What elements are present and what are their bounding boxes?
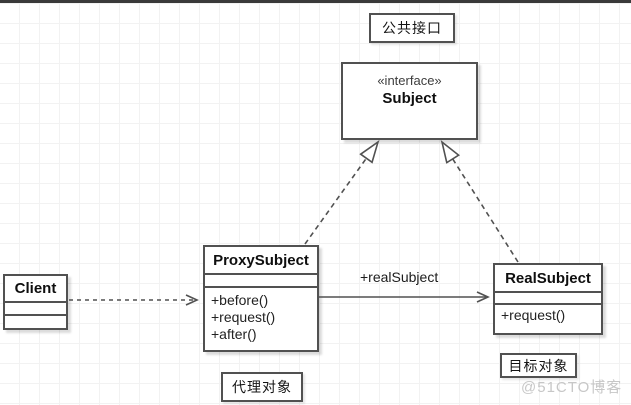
client-attributes-compartment bbox=[5, 301, 66, 314]
annotation-public-interface-text: 公共接口 bbox=[382, 20, 442, 36]
association-role-label: +realSubject bbox=[360, 269, 439, 285]
class-client: Client bbox=[3, 274, 68, 330]
class-proxy-subject: ProxySubject +before() +request() +after… bbox=[203, 245, 319, 352]
real-subject-attributes-compartment bbox=[495, 291, 601, 303]
client-methods-compartment bbox=[5, 314, 66, 326]
proxy-subject-class-name: ProxySubject bbox=[213, 251, 309, 269]
annotation-target-object-text: 目标对象 bbox=[508, 357, 569, 374]
annotation-proxy-object: 代理对象 bbox=[221, 372, 303, 402]
proxy-subject-methods-compartment: +before() +request() +after() bbox=[205, 286, 317, 343]
subject-stereotype: «interface» bbox=[377, 73, 442, 88]
method-before: +before() bbox=[211, 292, 269, 308]
realization-arrow-real-to-subject bbox=[442, 142, 519, 263]
real-subject-class-name: RealSubject bbox=[505, 269, 591, 287]
realization-arrow-proxy-to-subject bbox=[304, 142, 378, 245]
annotation-proxy-object-text: 代理对象 bbox=[232, 379, 292, 395]
method-request-real: +request() bbox=[501, 307, 566, 323]
proxy-subject-attributes-compartment bbox=[205, 273, 317, 286]
client-class-name: Client bbox=[14, 280, 57, 297]
real-subject-methods-compartment: +request() bbox=[495, 303, 601, 324]
top-border-bar bbox=[0, 0, 631, 3]
watermark: @51CTO博客 bbox=[521, 379, 623, 396]
subject-class-name: Subject bbox=[382, 90, 437, 107]
method-after: +after() bbox=[211, 326, 257, 342]
annotation-target-object: 目标对象 bbox=[500, 353, 577, 378]
class-subject: «interface» Subject bbox=[341, 62, 478, 140]
class-real-subject: RealSubject +request() bbox=[493, 263, 603, 335]
annotation-public-interface: 公共接口 bbox=[369, 13, 455, 43]
method-request: +request() bbox=[211, 309, 276, 325]
